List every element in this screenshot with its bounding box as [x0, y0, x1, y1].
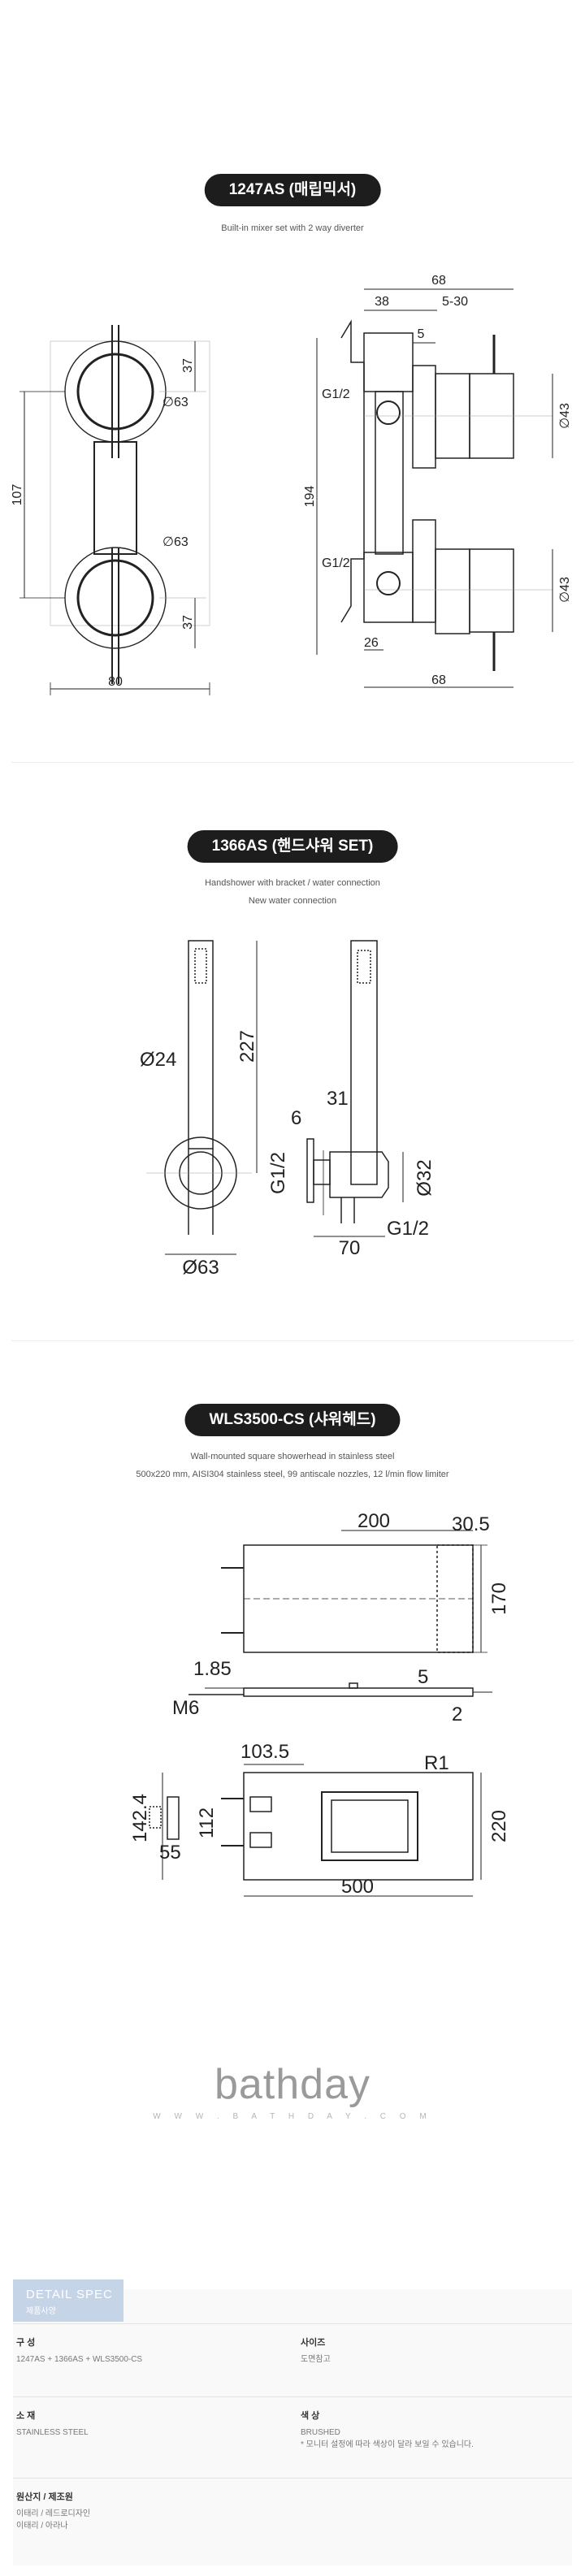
dim-103-5: 103.5 [240, 1741, 289, 1763]
dim-side-68: 68 [431, 274, 446, 288]
dim-6: 6 [291, 1107, 301, 1129]
dim-38: 38 [375, 295, 389, 309]
dim-m6: M6 [172, 1697, 199, 1719]
spec-cell-material: 소 재 STAINLESS STEEL [16, 2411, 89, 2437]
dim-107: 107 [11, 484, 24, 506]
dim-227: 227 [236, 1030, 258, 1063]
dim-1-85: 1.85 [193, 1658, 232, 1680]
brand-logo: bathday W W W . B A T H D A Y . C O M [0, 2060, 585, 2121]
dim-32: Ø32 [414, 1159, 436, 1196]
dim-g12-top: G1/2 [322, 387, 350, 401]
dim-bottom-63: ∅63 [162, 535, 188, 549]
dim-170: 170 [488, 1582, 510, 1615]
spec-row: 원산지 / 제조원 이태리 / 레드로디자인 이태리 / 아라나 [13, 2478, 572, 2560]
dim-112: 112 [196, 1808, 218, 1838]
dim-63: Ø63 [182, 1257, 219, 1279]
brand-url: W W W . B A T H D A Y . C O M [153, 2112, 432, 2121]
dim-31: 31 [327, 1088, 349, 1110]
dim-top-63: ∅63 [162, 396, 188, 409]
detail-spec-tab: DETAIL SPEC 제품사양 [13, 2279, 124, 2322]
dim-200: 200 [358, 1510, 390, 1532]
detail-spec-title: DETAIL SPEC [26, 2288, 113, 2301]
dim-26: 26 [364, 636, 379, 650]
dim-g12-horizontal: G1/2 [387, 1218, 429, 1240]
section-subtitle-1366as-line2: New water connection [248, 896, 337, 906]
spec-cell-origin: 원산지 / 제조원 이태리 / 레드로디자인 이태리 / 아라나 [16, 2492, 91, 2531]
section-subtitle-wls3500-line1: Wall-mounted square showerhead in stainl… [190, 1452, 395, 1461]
dim-g12-vertical: G1/2 [267, 1152, 289, 1194]
spec-row: 소 재 STAINLESS STEEL 색 상 BRUSHED * 모니터 설정… [13, 2396, 572, 2479]
spec-cell-color: 색 상 BRUSHED * 모니터 설정에 따라 색상이 달라 보일 수 있습니… [301, 2411, 474, 2449]
drawing-wls3500: 200 30.5 170 1.85 5 M6 2 103.5 R1 142.4 … [129, 1510, 510, 1898]
section-subtitle-wls3500-line2: 500x220 mm, AISI304 stainless steel, 99 … [136, 1470, 449, 1479]
dim-5-30: 5-30 [442, 295, 468, 309]
section-title-wls3500: WLS3500-CS (샤워헤드) [184, 1404, 401, 1436]
section-title-1366as: 1366AS (핸드샤워 SET) [187, 830, 398, 863]
dim-80: 80 [108, 675, 123, 689]
dim-30-5: 30.5 [452, 1513, 490, 1535]
section-subtitle-1366as-line1: Handshower with bracket / water connecti… [205, 878, 380, 888]
section-divider [11, 1340, 574, 1341]
drawing-1247as: 37 ∅63 107 ∅63 37 80 68 38 5-30 5 G1/2 ∅… [11, 274, 572, 695]
detail-spec-panel [13, 2289, 572, 2565]
drawing-1366as: 227 Ø24 6 31 G1/2 Ø32 70 G1/2 Ø63 [140, 940, 436, 1279]
dim-142-4: 142.4 [129, 1794, 151, 1842]
dim-bottom-37: 37 [181, 615, 195, 630]
dim-g12-bottom: G1/2 [322, 556, 350, 570]
section-divider [11, 762, 574, 763]
dim-5: 5 [418, 1666, 428, 1688]
dim-55: 55 [159, 1842, 181, 1864]
dim-side-68-bottom: 68 [431, 673, 446, 687]
dim-2: 2 [452, 1704, 462, 1725]
dim-24: Ø24 [140, 1049, 176, 1071]
dim-500: 500 [341, 1876, 374, 1898]
spec-cell-composition: 구 성 1247AS + 1366AS + WLS3500-CS [16, 2338, 143, 2364]
dim-43-top: ∅43 [558, 403, 572, 429]
spec-cell-size: 사이즈 도면참고 [301, 2338, 331, 2364]
section-title-1247as: 1247AS (매립믹서) [204, 174, 381, 206]
detail-spec-subtitle: 제품사양 [26, 2307, 56, 2316]
dim-70: 70 [339, 1237, 361, 1259]
dim-220: 220 [488, 1810, 510, 1842]
brand-wordmark: bathday [214, 2061, 371, 2108]
dim-43-bottom: ∅43 [558, 577, 572, 603]
section-subtitle-1247as: Built-in mixer set with 2 way diverter [221, 223, 364, 233]
dim-top-37: 37 [181, 358, 195, 373]
dim-194: 194 [303, 486, 317, 508]
spec-row: 구 성 1247AS + 1366AS + WLS3500-CS 사이즈 도면참… [13, 2323, 572, 2397]
dim-5: 5 [418, 327, 425, 341]
dim-r1: R1 [424, 1752, 449, 1774]
